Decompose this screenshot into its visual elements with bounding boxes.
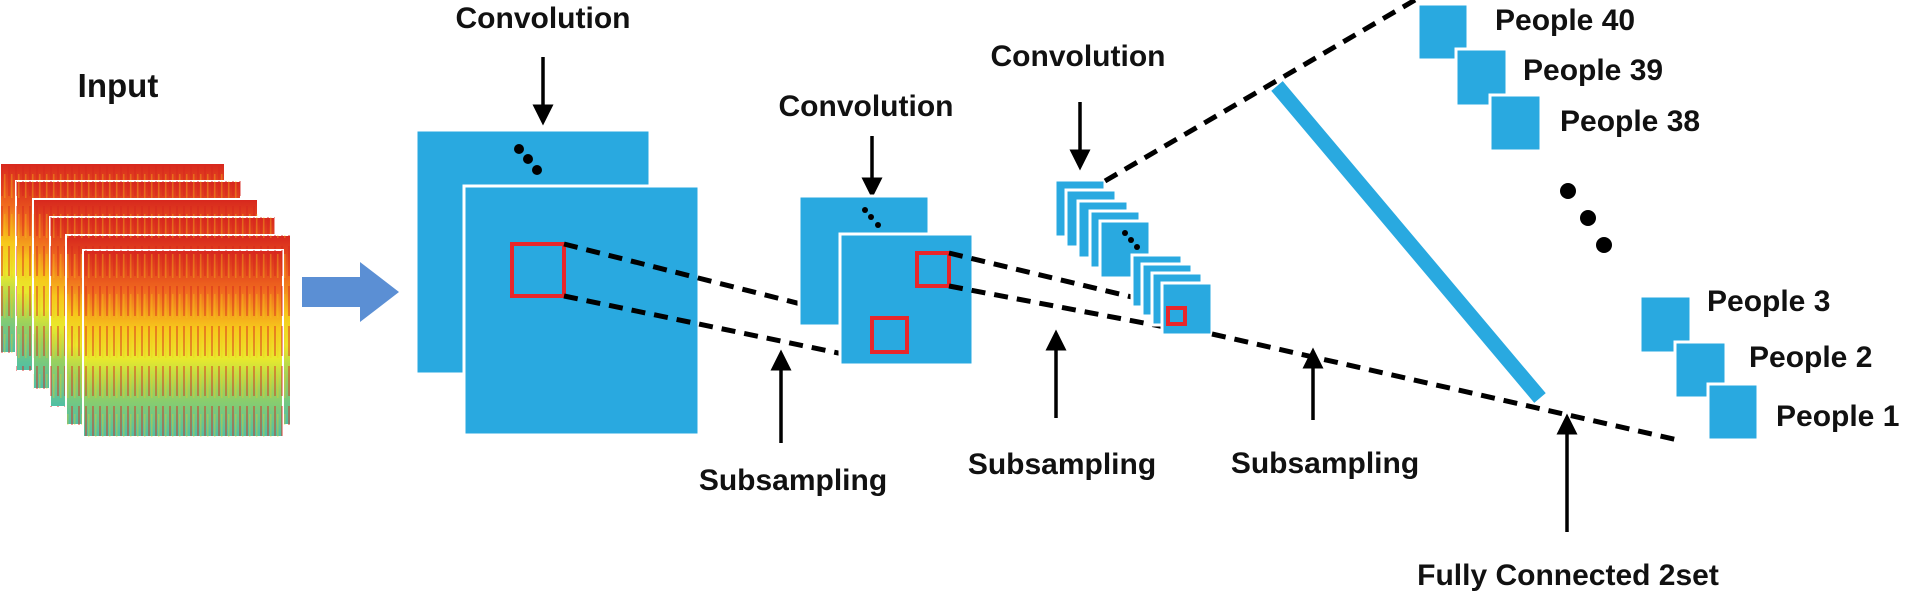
input-label: Input bbox=[78, 67, 159, 104]
ellipsis-icon bbox=[1122, 230, 1140, 250]
subsampling-2-label: Subsampling bbox=[968, 448, 1156, 481]
convolution-1-label: Convolution bbox=[456, 2, 631, 35]
output-label: People 1 bbox=[1776, 400, 1899, 433]
right-arrow-icon bbox=[302, 262, 399, 322]
receptive-field-box bbox=[1166, 306, 1187, 326]
ellipsis-icon bbox=[514, 144, 542, 175]
output-label: People 40 bbox=[1495, 4, 1635, 37]
vertical-ellipsis-icon bbox=[1560, 183, 1612, 253]
output-label: People 2 bbox=[1749, 341, 1872, 374]
projection-line bbox=[1103, 0, 1417, 184]
feature-map bbox=[462, 184, 701, 437]
fully-connected-layer bbox=[1271, 81, 1546, 403]
receptive-field-box bbox=[870, 316, 909, 354]
output-node bbox=[1706, 382, 1760, 442]
output-node bbox=[1673, 340, 1728, 400]
feature-map-stack bbox=[1130, 253, 1214, 337]
subsampling-3-label: Subsampling bbox=[1231, 447, 1419, 480]
ellipsis-icon bbox=[862, 207, 881, 228]
convolution-3-label: Convolution bbox=[991, 40, 1166, 73]
projection-line bbox=[948, 283, 1166, 330]
receptive-field-box bbox=[915, 251, 951, 288]
input-spectrogram-stack bbox=[0, 162, 292, 438]
receptive-field-box bbox=[510, 242, 566, 298]
convolution-2-label: Convolution bbox=[779, 90, 954, 123]
projection-line bbox=[563, 293, 873, 363]
projection-line bbox=[948, 250, 1166, 308]
fully-connected-label: Fully Connected 2set bbox=[1417, 559, 1719, 592]
spectrogram-image bbox=[82, 249, 284, 438]
projection-line bbox=[1211, 331, 1679, 443]
output-label: People 38 bbox=[1560, 105, 1700, 138]
output-label: People 39 bbox=[1523, 54, 1663, 87]
subsampling-1-label: Subsampling bbox=[699, 464, 887, 497]
output-label: People 3 bbox=[1707, 285, 1830, 318]
output-node bbox=[1488, 93, 1543, 153]
